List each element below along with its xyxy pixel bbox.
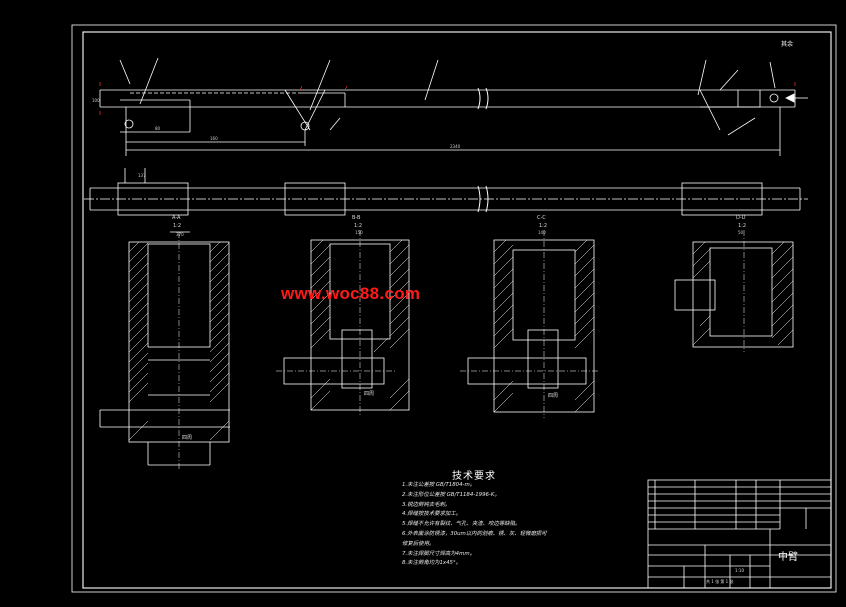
section-scale-c-c: 1:2 (539, 223, 548, 229)
front-view (99, 57, 808, 156)
title-block-scale: 1:10 (735, 568, 744, 573)
svg-text:100: 100 (92, 98, 100, 103)
svg-text:80: 80 (155, 126, 161, 131)
svg-text:370: 370 (176, 232, 184, 237)
svg-text:150: 150 (355, 230, 363, 235)
weld-label-b-b: 四周 (364, 391, 375, 397)
tech-item: 7.未注焊脚尺寸焊高为4mm。 (402, 550, 475, 557)
watermark-text: www.woc88.com (281, 284, 421, 303)
top-view (84, 168, 808, 216)
section-d-d (674, 230, 794, 352)
section-title-a-a: A-A (172, 215, 181, 221)
tech-item: 2.未注形位公差按 GB/T1184-1996-K。 (402, 491, 500, 498)
svg-text:140: 140 (538, 230, 546, 235)
surface-roughness-note: 其余 (781, 41, 794, 48)
outer-frame (71, 24, 837, 593)
svg-text:2340: 2340 (450, 144, 461, 149)
hatch-c-c (493, 239, 595, 413)
weld-label-a-a: 四周 (182, 435, 193, 441)
section-a-a (99, 231, 230, 470)
section-scale-b-b: 1:2 (354, 223, 363, 229)
tech-requirements-title: 技术要求 (452, 471, 496, 482)
dimension-texts: 160 2340 137 100 80 370 150 140 50 (92, 98, 744, 237)
svg-text:50: 50 (738, 230, 744, 235)
hatch-b-b (310, 239, 410, 411)
section-scale-a-a: 1:2 (173, 223, 182, 229)
tech-item: 6.外表面涂防锈漆，30um以内的划痕、锈、灰、轻微磨损可 (402, 530, 547, 537)
svg-text:137: 137 (138, 173, 146, 178)
inner-frame (82, 31, 832, 589)
weld-label-c-c: 四周 (548, 393, 559, 399)
tech-item: 4.焊缝按技术要求加工。 (402, 511, 462, 518)
hatch-a-a (128, 241, 230, 441)
section-b-b (276, 230, 410, 415)
tech-item: 3.锐边倒钝去毛刺。 (402, 501, 451, 508)
tech-item: 1.未注公差按 GB/T1804-m。 (402, 482, 476, 488)
title-block-sheet: 共 1 张 第 1 张 (706, 579, 734, 584)
title-block (647, 479, 832, 589)
section-c-c (460, 230, 600, 418)
section-title-c-c: C-C (537, 215, 546, 221)
section-title-b-b: B-B (352, 215, 361, 221)
section-scale-d-d: 1:2 (738, 223, 747, 229)
hatch-d-d (692, 241, 794, 346)
tech-item: 修复后使用。 (402, 540, 435, 547)
tech-requirements-list: 1.未注公差按 GB/T1804-m。 2.未注形位公差按 GB/T1184-1… (402, 481, 652, 569)
svg-text:160: 160 (210, 136, 218, 141)
tech-item: 8.未注倒角均为1x45°。 (402, 560, 462, 567)
title-block-part-name: 中臂 (778, 552, 798, 563)
tech-item: 5.焊缝不允许有裂纹、气孔、夹渣、咬边等缺陷。 (402, 521, 521, 528)
section-title-d-d: D-D (736, 215, 746, 221)
red-markup (99, 82, 796, 115)
